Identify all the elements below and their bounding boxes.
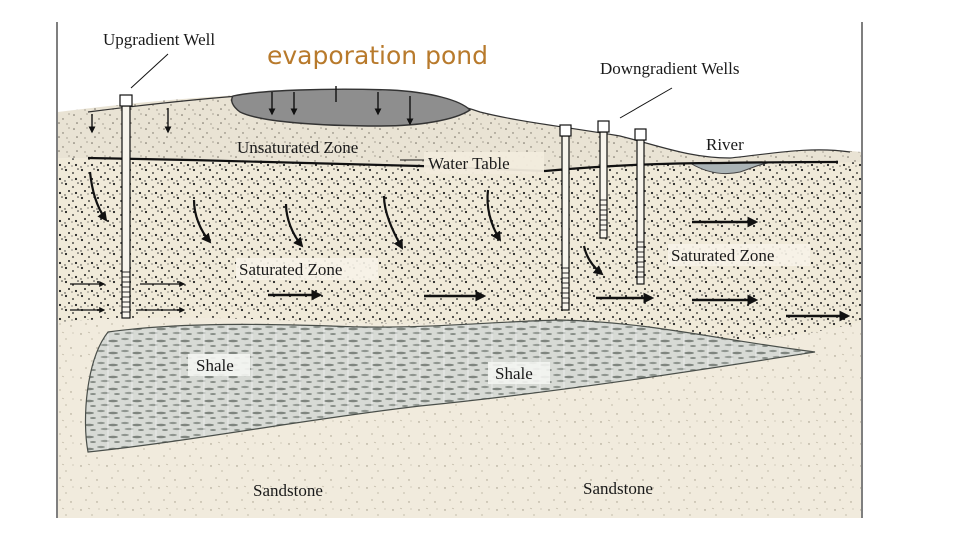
- shale-layer: [84, 319, 816, 453]
- saturated-zone-left-bg: [236, 258, 378, 280]
- saturated-zone-right-bg: [668, 244, 810, 266]
- water-table-bg: [424, 152, 544, 174]
- downgradient-well-2: [597, 120, 610, 239]
- label-unsaturated-zone: Unsaturated Zone: [237, 138, 358, 157]
- saturated-zone-layer: [58, 158, 861, 341]
- upgradient-well-leader: [130, 53, 169, 89]
- shale-left-bg: [188, 354, 250, 376]
- label-sandstone-left: Sandstone: [253, 481, 323, 500]
- label-sandstone-right: Sandstone: [583, 479, 653, 498]
- upgradient-well: [119, 94, 133, 319]
- label-river: River: [706, 135, 744, 154]
- downgradient-well-3: [634, 128, 647, 285]
- downgradient-wells-leader: [619, 87, 673, 119]
- label-evaporation-pond: evaporation pond: [267, 41, 488, 70]
- downward-flow-arrows: [88, 171, 604, 276]
- river: [688, 162, 769, 175]
- label-shale-right: Shale: [495, 364, 533, 383]
- surface-recharge-arrows: [88, 108, 172, 134]
- shale-right-bg: [488, 362, 550, 384]
- label-water-table: Water Table: [428, 154, 510, 173]
- label-saturated-zone-left: Saturated Zone: [239, 260, 342, 279]
- downgradient-well-1: [559, 124, 572, 311]
- inflow-arrows: [70, 281, 186, 313]
- label-upgradient-well: Upgradient Well: [103, 30, 215, 49]
- label-shale-left: Shale: [196, 356, 234, 375]
- label-saturated-zone-right: Saturated Zone: [671, 246, 774, 265]
- label-downgradient-wells: Downgradient Wells: [600, 59, 740, 78]
- pond-infiltration-arrows: [268, 86, 414, 126]
- horizontal-flow-arrows: [268, 216, 851, 322]
